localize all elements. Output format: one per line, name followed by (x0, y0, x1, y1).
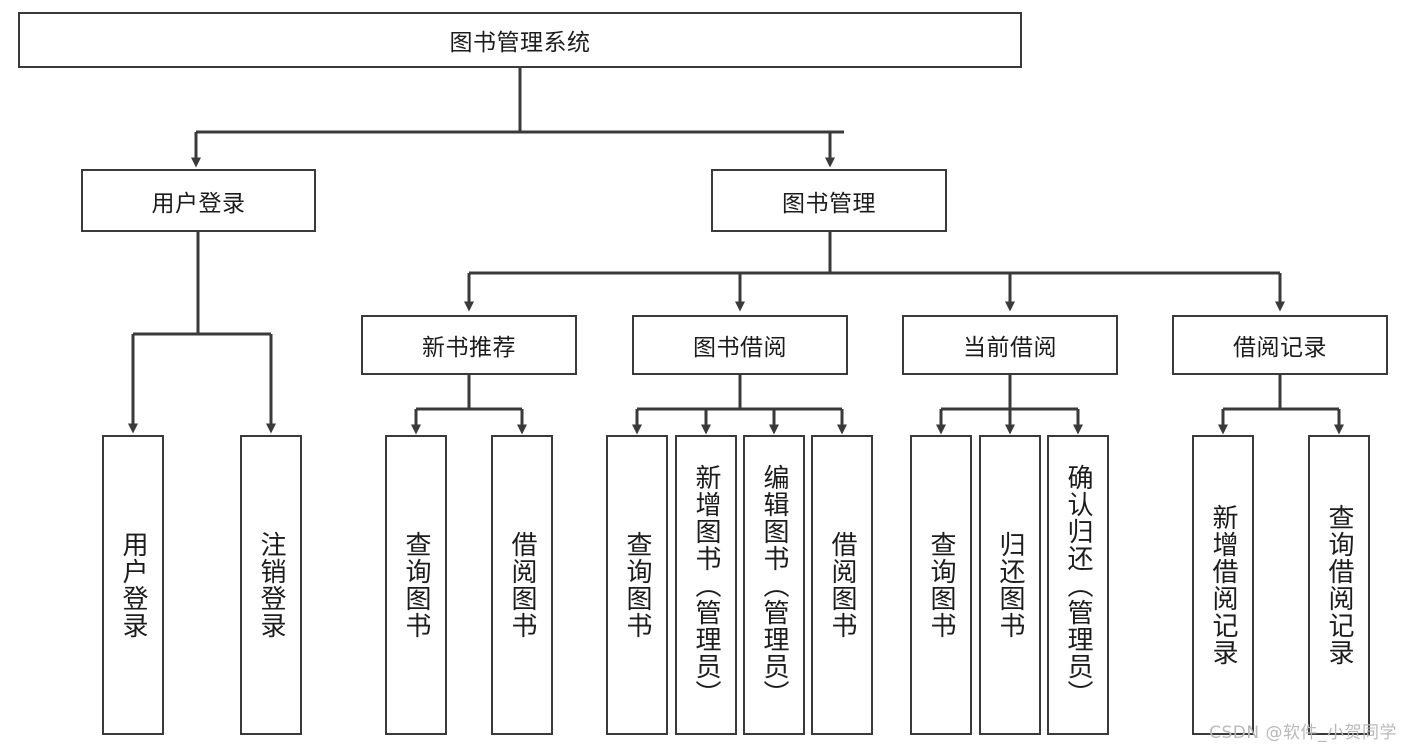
node-borrow-record-label: 借阅记录 (1233, 335, 1327, 361)
node-leaf-add-record-label: 新增借阅记录 (1208, 504, 1239, 666)
node-new-book-recommend[interactable]: 新书推荐 (361, 315, 577, 375)
node-current-borrow[interactable]: 当前借阅 (902, 315, 1118, 375)
node-leaf-add-book-label: 新增图书（管理员） (691, 463, 722, 707)
node-leaf-query-book-3-label: 查询图书 (926, 531, 957, 639)
node-book-borrow[interactable]: 图书借阅 (632, 315, 848, 375)
node-leaf-query-book-2-label: 查询图书 (622, 531, 653, 639)
node-root-label: 图书管理系统 (449, 30, 591, 56)
node-leaf-user-login[interactable]: 用户登录 (102, 435, 164, 735)
node-book-borrow-label: 图书借阅 (693, 335, 787, 361)
node-new-book-recommend-label: 新书推荐 (422, 335, 516, 361)
node-leaf-query-book-1[interactable]: 查询图书 (385, 435, 447, 735)
node-leaf-return-book-label: 归还图书 (995, 531, 1026, 639)
watermark: CSDN @软件_小贺同学 (1209, 723, 1397, 743)
node-leaf-borrow-book-1[interactable]: 借阅图书 (491, 435, 553, 735)
node-leaf-borrow-book-2[interactable]: 借阅图书 (811, 435, 873, 735)
node-borrow-record[interactable]: 借阅记录 (1172, 315, 1388, 375)
node-leaf-confirm-return-label: 确认归还（管理员） (1063, 463, 1094, 707)
node-leaf-confirm-return[interactable]: 确认归还（管理员） (1047, 435, 1109, 735)
node-book-manage-label: 图书管理 (782, 190, 876, 217)
node-leaf-borrow-book-2-label: 借阅图书 (827, 531, 858, 639)
node-root[interactable]: 图书管理系统 (18, 12, 1022, 68)
node-book-manage[interactable]: 图书管理 (711, 169, 947, 232)
node-current-borrow-label: 当前借阅 (963, 335, 1057, 361)
node-leaf-query-record[interactable]: 查询借阅记录 (1308, 435, 1370, 735)
node-leaf-edit-book[interactable]: 编辑图书（管理员） (743, 435, 805, 735)
node-leaf-borrow-book-1-label: 借阅图书 (507, 531, 538, 639)
node-user-login-label: 用户登录 (151, 190, 246, 217)
node-leaf-query-book-3[interactable]: 查询图书 (910, 435, 972, 735)
node-leaf-user-logout-label: 注销登录 (256, 531, 287, 639)
node-leaf-query-book-1-label: 查询图书 (401, 531, 432, 639)
node-leaf-add-record[interactable]: 新增借阅记录 (1192, 435, 1254, 735)
node-user-login[interactable]: 用户登录 (81, 169, 316, 232)
node-leaf-add-book[interactable]: 新增图书（管理员） (675, 435, 737, 735)
node-leaf-user-login-label: 用户登录 (118, 531, 149, 639)
node-leaf-edit-book-label: 编辑图书（管理员） (759, 463, 790, 707)
node-leaf-query-record-label: 查询借阅记录 (1324, 504, 1355, 666)
node-leaf-return-book[interactable]: 归还图书 (979, 435, 1041, 735)
node-leaf-query-book-2[interactable]: 查询图书 (606, 435, 668, 735)
node-leaf-user-logout[interactable]: 注销登录 (240, 435, 302, 735)
